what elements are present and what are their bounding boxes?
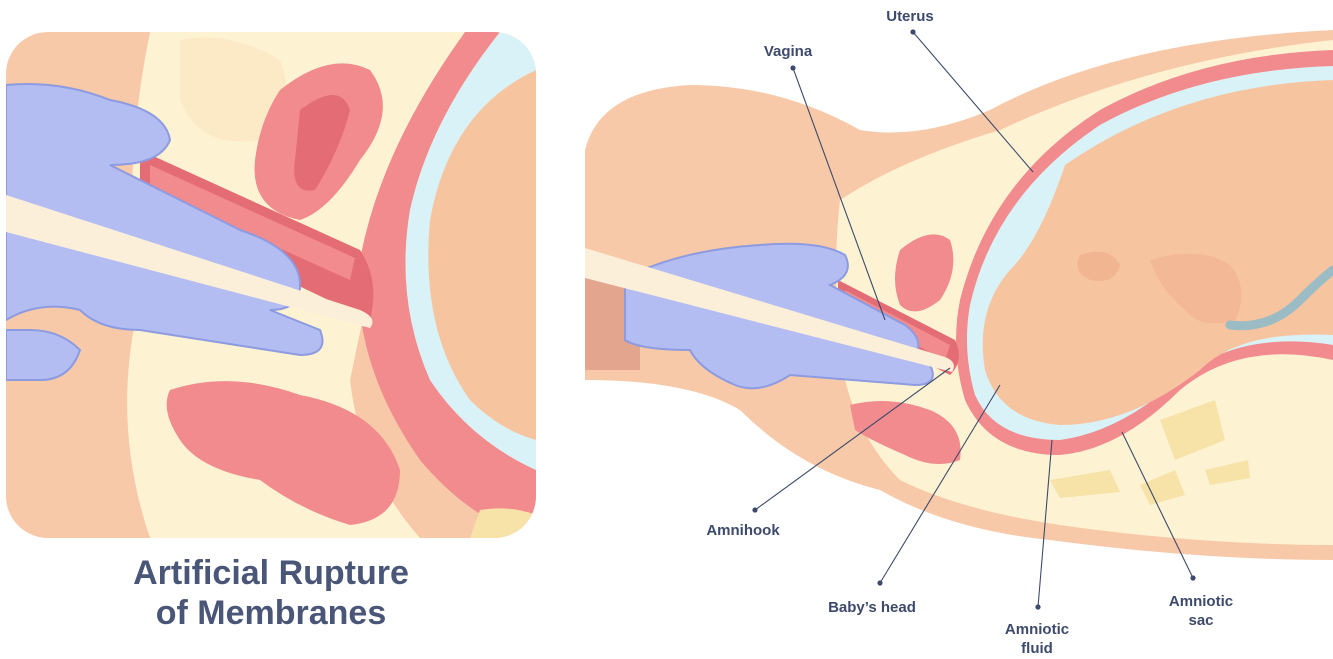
- amniotic-fluid-leader-dot: [1035, 604, 1040, 609]
- uterus-leader-dot: [910, 29, 915, 34]
- label-amniotic-fluid-1: Amniotic: [1005, 621, 1069, 638]
- label-amniotic-sac-2: sac: [1188, 612, 1213, 629]
- label-amnihook: Amnihook: [706, 522, 780, 539]
- closeup-illustration: [6, 32, 536, 540]
- title-line-2: of Membranes: [156, 594, 387, 632]
- label-amniotic-fluid-2: fluid: [1021, 640, 1053, 657]
- babys-head-leader-dot: [877, 580, 882, 585]
- amniotic-sac-leader-dot: [1190, 575, 1195, 580]
- label-uterus: Uterus: [886, 8, 934, 25]
- vagina-leader-dot: [790, 65, 795, 70]
- amnihook-leader-dot: [752, 507, 757, 512]
- full-view-illustration: [585, 30, 1333, 560]
- title-line-1: Artificial Rupture: [133, 554, 409, 592]
- title-block: Artificial Rupture of Membranes: [133, 554, 409, 632]
- label-vagina: Vagina: [764, 43, 813, 60]
- label-babys-head: Baby’s head: [828, 599, 916, 616]
- label-amniotic-sac-1: Amniotic: [1169, 593, 1233, 610]
